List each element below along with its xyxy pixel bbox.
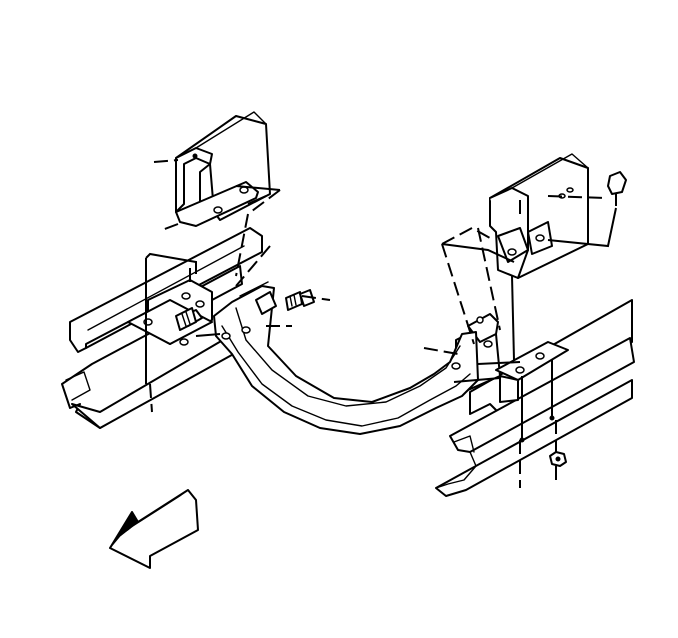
studs-right xyxy=(511,275,555,443)
right-frame-rail xyxy=(435,299,635,497)
right-upper-bracket xyxy=(489,153,589,279)
crossmember xyxy=(213,281,479,435)
bolt-left-plate xyxy=(175,307,197,331)
assembly-leader-lines xyxy=(145,159,617,488)
front-direction-arrow xyxy=(109,489,199,569)
bolt-left-crossmember xyxy=(285,289,315,311)
left-upper-bracket xyxy=(175,111,271,227)
bolt-right-top xyxy=(607,171,627,206)
nut-right-bottom xyxy=(549,451,567,467)
